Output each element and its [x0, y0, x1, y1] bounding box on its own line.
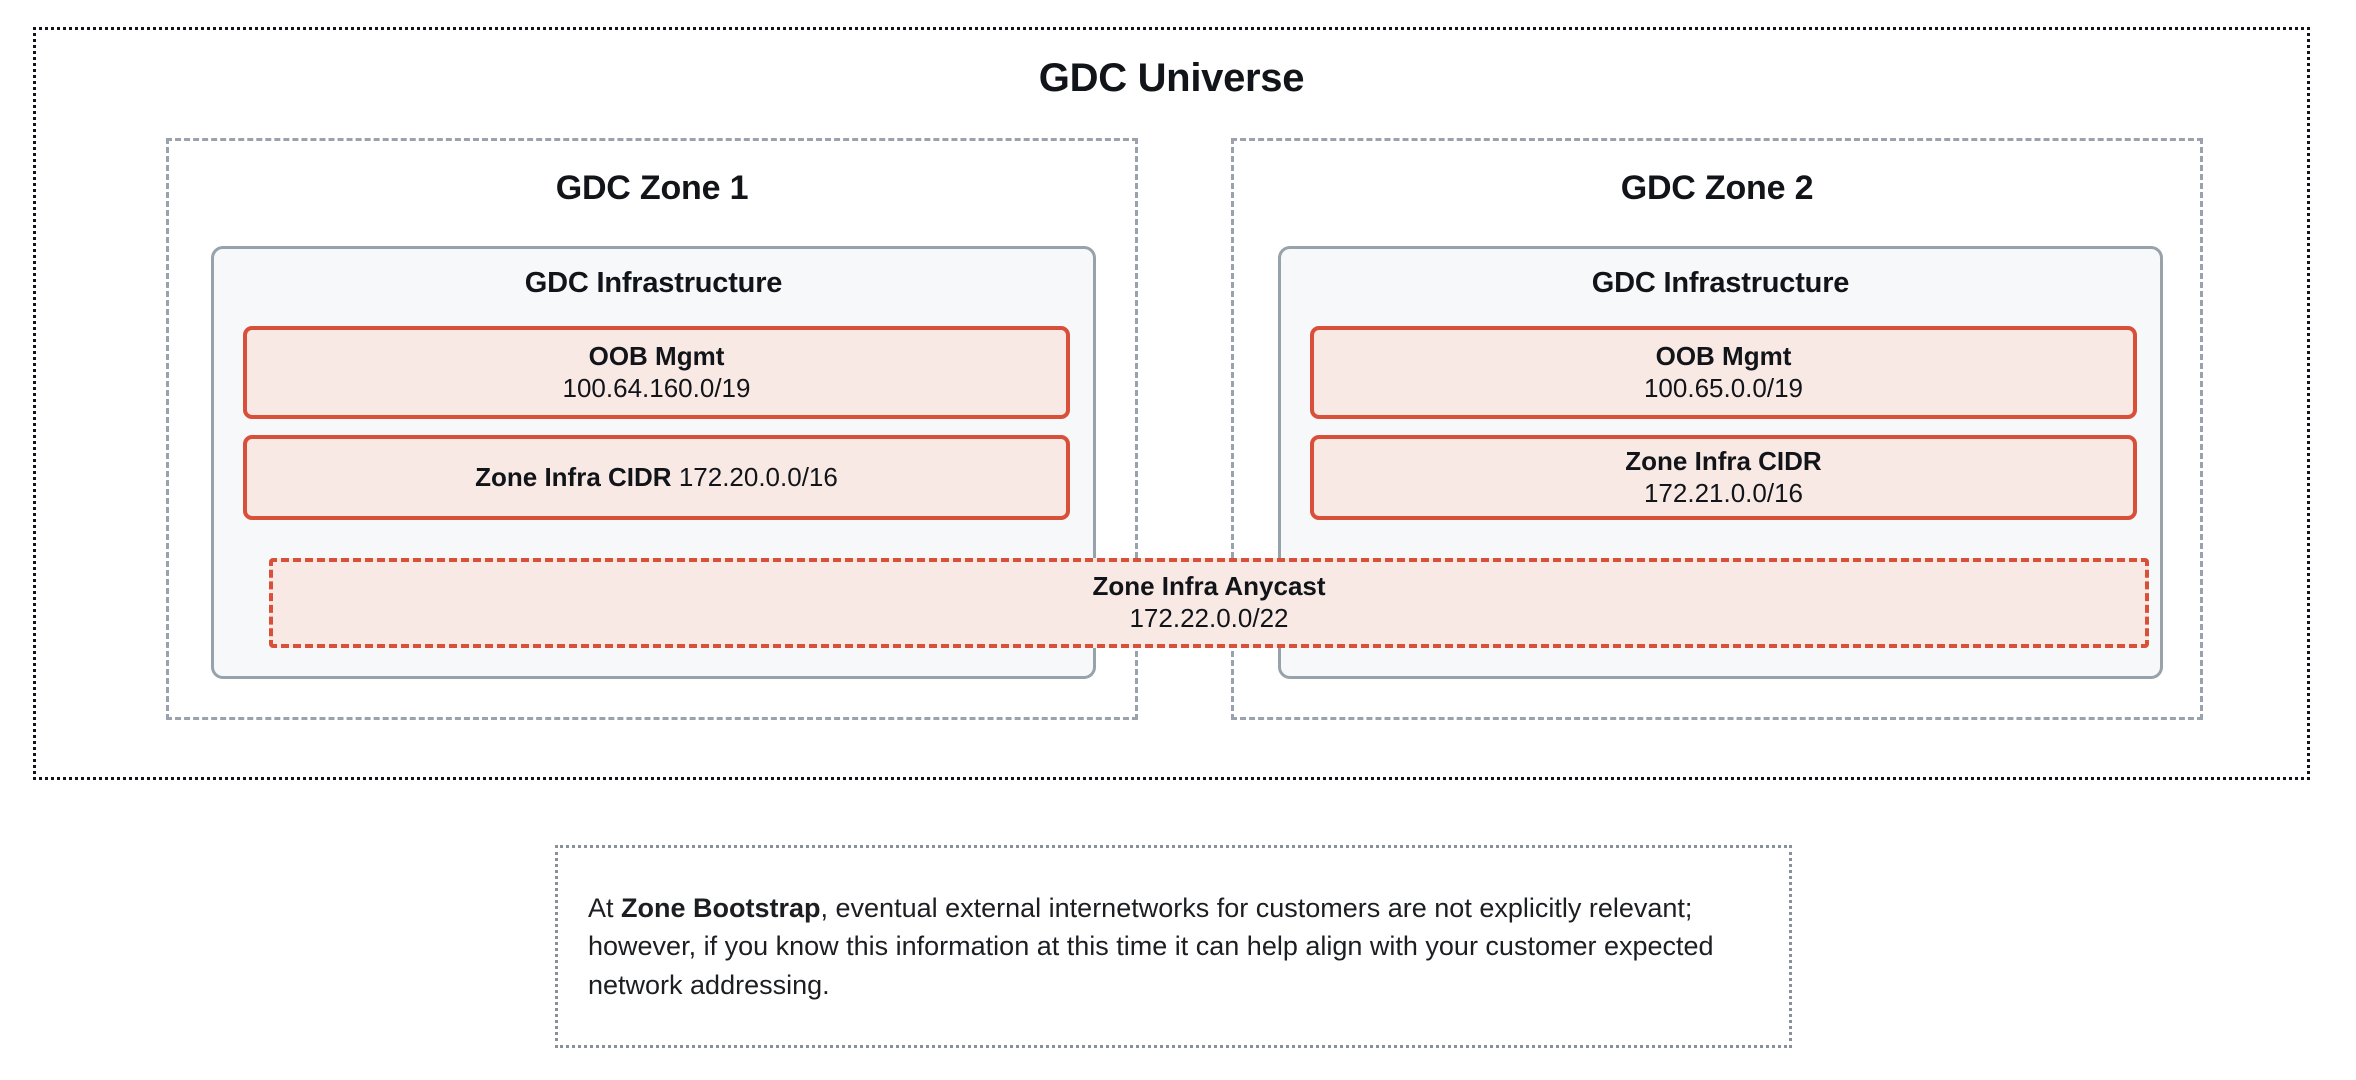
zone-1-oob-mgmt-label: OOB Mgmt [588, 340, 725, 371]
zone-1-zone-infra-cidr-label: Zone Infra CIDR [475, 461, 672, 492]
zone-2-infrastructure-title: GDC Infrastructure [1591, 267, 1850, 299]
zone-1-title: GDC Zone 1 [555, 169, 749, 207]
zone-1-zone-infra-cidr-box: Zone Infra CIDR 172.20.0.0/16 [243, 435, 1070, 520]
zone-2-zone-infra-cidr-label: Zone Infra CIDR [1625, 445, 1822, 476]
zone-2-zone-infra-cidr-box: Zone Infra CIDR 172.21.0.0/16 [1310, 435, 2137, 520]
zone-1-oob-mgmt-cidr: 100.64.160.0/19 [562, 372, 751, 403]
gdc-universe-container: GDC Universe GDC Zone 1 GDC Infrastructu… [33, 27, 2310, 780]
bootstrap-note-text: At Zone Bootstrap, eventual external int… [558, 889, 1789, 1004]
zone-infra-anycast-label: Zone Infra Anycast [1092, 571, 1326, 602]
zone-1-zone-infra-cidr-line: Zone Infra CIDR 172.20.0.0/16 [475, 462, 838, 494]
bootstrap-note-box: At Zone Bootstrap, eventual external int… [555, 845, 1792, 1048]
zone-1-infrastructure-title: GDC Infrastructure [524, 267, 783, 299]
zone-2-oob-mgmt-cidr: 100.65.0.0/19 [1643, 372, 1804, 403]
zone-2-oob-mgmt-label: OOB Mgmt [1655, 340, 1792, 371]
zone-1-zone-infra-cidr-value: 172.20.0.0/16 [678, 461, 838, 492]
zone-infra-anycast-box: Zone Infra Anycast 172.22.0.0/22 [269, 558, 2149, 648]
zone-2-zone-infra-cidr-value: 172.21.0.0/16 [1643, 477, 1804, 508]
note-rest-text: , eventual external internetworks for cu… [588, 893, 1714, 1000]
universe-title: GDC Universe [1038, 56, 1305, 100]
zone-infra-anycast-cidr: 172.22.0.0/22 [1129, 603, 1289, 633]
zone-2-title: GDC Zone 2 [1620, 169, 1814, 207]
note-lead-text: At [588, 893, 622, 923]
note-emphasis-text: Zone Bootstrap [621, 893, 821, 923]
zone-2-oob-mgmt-box: OOB Mgmt 100.65.0.0/19 [1310, 326, 2137, 419]
zone-1-oob-mgmt-box: OOB Mgmt 100.64.160.0/19 [243, 326, 1070, 419]
